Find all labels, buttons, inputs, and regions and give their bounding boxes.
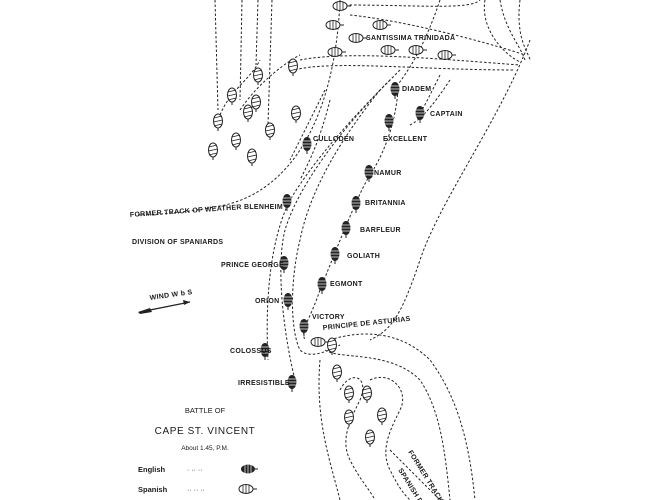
legend-english-label: English bbox=[138, 465, 166, 474]
english-ship-icon bbox=[240, 463, 259, 475]
label-diadem: DIADEM bbox=[402, 86, 431, 93]
label-egmont: EGMONT bbox=[330, 281, 363, 288]
label-santissima-trinidada: SANTISSIMA TRINIDADA bbox=[366, 35, 455, 42]
former-track-weather-label: FORMER TRACK OF WEATHER bbox=[130, 204, 242, 219]
wind-label: WIND W b S bbox=[149, 289, 193, 302]
label-culloden: CULLODEN bbox=[313, 136, 354, 143]
label-colossus: COLOSSUS bbox=[230, 348, 272, 355]
division-spaniards-label: DIVISION OF SPANIARDS bbox=[132, 239, 223, 246]
tracks bbox=[134, 0, 531, 500]
legend-title-line2: CAPE ST. VINCENT bbox=[155, 426, 256, 437]
legend: BATTLE OF CAPE ST. VINCENT About 1.45, P… bbox=[138, 406, 259, 494]
legend-time: About 1.45, P.M. bbox=[181, 445, 229, 452]
label-blenheim: BLENHEIM bbox=[244, 204, 283, 211]
label-excellent: EXCELLENT bbox=[383, 136, 428, 143]
label-namur: NAMUR bbox=[374, 170, 402, 177]
legend-spanish-dots: ·· ·· ·· bbox=[187, 487, 205, 494]
label-captain: CAPTAIN bbox=[430, 111, 463, 118]
legend-spanish-label: Spanish bbox=[138, 485, 168, 494]
legend-title-line1: BATTLE OF bbox=[185, 406, 226, 415]
label-goliath: GOLIATH bbox=[347, 253, 380, 260]
wind-arrow-icon bbox=[138, 300, 191, 314]
label-barfleur: BARFLEUR bbox=[360, 227, 401, 234]
ship-labels: SANTISSIMA TRINIDADA DIADEM CAPTAIN EXCE… bbox=[221, 35, 463, 387]
english-ships bbox=[259, 81, 426, 393]
label-victory: VICTORY bbox=[312, 314, 345, 321]
legend-english-dots: · ·· ·· bbox=[187, 467, 203, 474]
label-britannia: BRITANNIA bbox=[365, 200, 406, 207]
spanish-ship-icon bbox=[238, 484, 258, 494]
label-prince-george: PRINCE GEORGE bbox=[221, 262, 284, 269]
label-irresistible: IRRESISTIBLE bbox=[238, 380, 290, 387]
label-orion: ORION bbox=[255, 298, 279, 305]
